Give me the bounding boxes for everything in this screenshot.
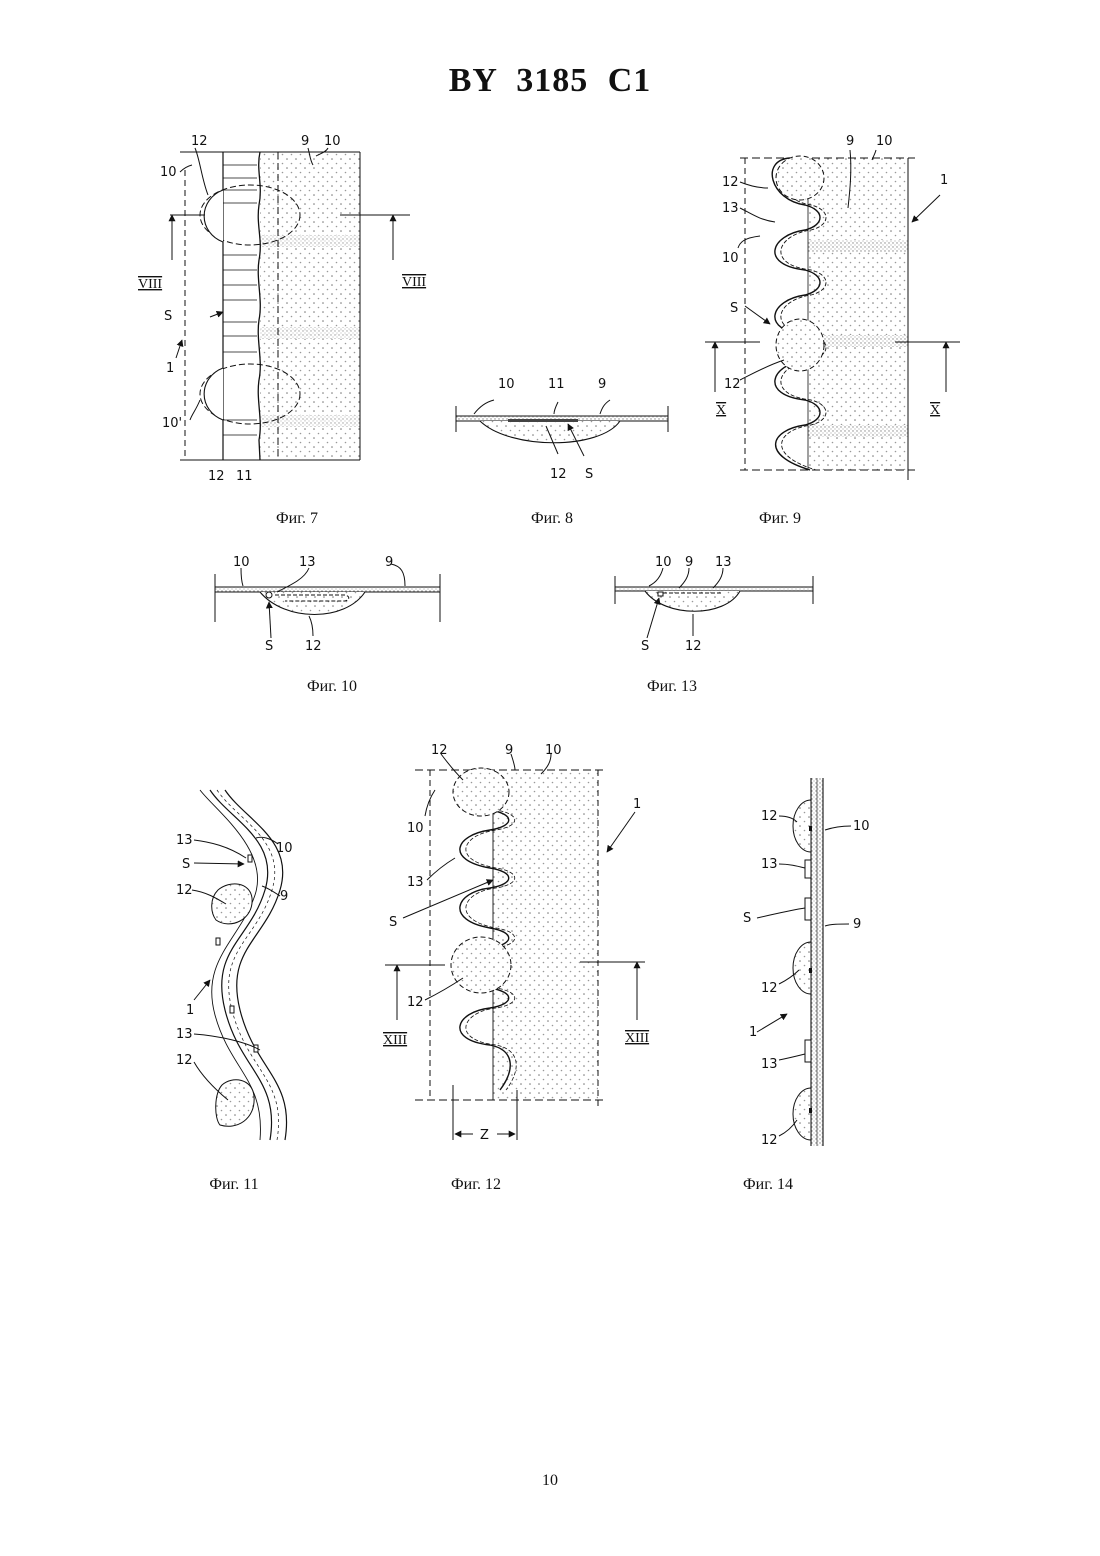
label-12: 12 [550, 467, 567, 482]
figure-13: 10 9 13 S 12 [605, 550, 825, 660]
label-9: 9 [853, 917, 861, 932]
label-13: 13 [176, 1027, 193, 1042]
figure-12-drawing: 12 9 10 10 1 13 S 12 XIII XIII Z [375, 740, 665, 1160]
figure-8-drawing: 10 11 9 12 S [450, 370, 680, 490]
caption-fig-8: Фиг. 8 [492, 510, 612, 528]
label-9: 9 [280, 889, 288, 904]
label-10: 10 [545, 743, 562, 758]
figure-12: 12 9 10 10 1 13 S 12 XIII XIII Z [375, 740, 665, 1160]
figure-10: 10 13 9 S 12 [205, 550, 455, 660]
caption-fig-11: Фиг. 11 [174, 1176, 294, 1194]
label-1: 1 [633, 797, 641, 812]
label-9: 9 [685, 555, 693, 570]
label-9: 9 [505, 743, 513, 758]
label-10: 10 [853, 819, 870, 834]
label-13: 13 [715, 555, 732, 570]
figure-9-drawing: 9 10 12 1 13 10 S 12 X X [700, 130, 970, 490]
label-10-prime: 10' [162, 416, 182, 431]
figure-14: 12 10 13 S 9 12 1 13 12 [735, 770, 895, 1160]
label-12: 12 [722, 175, 739, 190]
page-title: BY 3185 C1 [0, 62, 1100, 100]
page-number: 10 [0, 1472, 1100, 1490]
caption-fig-7: Фиг. 7 [237, 510, 357, 528]
label-10: 10 [233, 555, 250, 570]
figure-10-drawing: 10 13 9 S 12 [205, 550, 455, 660]
label-12: 12 [431, 743, 448, 758]
figure-13-drawing: 10 9 13 S 12 [605, 550, 825, 660]
label-X-right: X [930, 403, 940, 418]
label-S: S [164, 309, 172, 324]
label-10: 10 [498, 377, 515, 392]
label-12: 12 [685, 639, 702, 654]
label-12: 12 [305, 639, 322, 654]
label-12: 12 [761, 981, 778, 996]
label-1: 1 [166, 361, 174, 376]
label-10: 10 [722, 251, 739, 266]
label-1: 1 [186, 1003, 194, 1018]
figure-11-drawing: 13 10 S 12 9 1 13 12 [170, 780, 310, 1160]
label-12: 12 [208, 469, 225, 484]
label-11: 11 [236, 469, 253, 484]
label-13: 13 [176, 833, 193, 848]
label-1: 1 [749, 1025, 757, 1040]
label-12: 12 [724, 377, 741, 392]
label-Z: Z [480, 1128, 489, 1143]
caption-fig-14: Фиг. 14 [708, 1176, 828, 1194]
label-S: S [743, 911, 751, 926]
label-S: S [182, 857, 190, 872]
label-VIII-left: VIII [138, 277, 162, 292]
label-12: 12 [176, 1053, 193, 1068]
label-S: S [730, 301, 738, 316]
label-XIII-left: XIII [383, 1033, 407, 1048]
label-XIII-right: XIII [625, 1031, 649, 1046]
label-13: 13 [761, 857, 778, 872]
figure-11: 13 10 S 12 9 1 13 12 [170, 780, 310, 1160]
label-S: S [641, 639, 649, 654]
label-10: 10 [407, 821, 424, 836]
label-13: 13 [407, 875, 424, 890]
figure-8: 10 11 9 12 S [450, 370, 680, 490]
label-VIII-right: VIII [402, 275, 426, 290]
label-9: 9 [846, 134, 854, 149]
label-S: S [389, 915, 397, 930]
label-9: 9 [598, 377, 606, 392]
label-11: 11 [548, 377, 565, 392]
label-12: 12 [761, 1133, 778, 1148]
label-12: 12 [407, 995, 424, 1010]
label-12: 12 [761, 809, 778, 824]
label-10: 10 [276, 841, 293, 856]
caption-fig-10: Фиг. 10 [272, 678, 392, 696]
label-10: 10 [876, 134, 893, 149]
label-10: 10 [160, 165, 177, 180]
label-X-left: X [716, 403, 726, 418]
figure-7: 12 9 10 10 VIII VIII S 1 10' 12 11 [150, 130, 440, 490]
label-12: 12 [176, 883, 193, 898]
label-12: 12 [191, 134, 208, 149]
caption-fig-12: Фиг. 12 [416, 1176, 536, 1194]
label-1: 1 [940, 173, 948, 188]
figure-9: 9 10 12 1 13 10 S 12 X X [700, 130, 970, 490]
label-9: 9 [301, 134, 309, 149]
label-13: 13 [299, 555, 316, 570]
label-13: 13 [761, 1057, 778, 1072]
label-9: 9 [385, 555, 393, 570]
label-S: S [585, 467, 593, 482]
caption-fig-13: Фиг. 13 [612, 678, 732, 696]
label-S: S [265, 639, 273, 654]
caption-fig-9: Фиг. 9 [720, 510, 840, 528]
figure-7-drawing: 12 9 10 10 VIII VIII S 1 10' 12 11 [150, 130, 440, 490]
figure-14-drawing: 12 10 13 S 9 12 1 13 12 [735, 770, 895, 1160]
label-10: 10 [655, 555, 672, 570]
label-10: 10 [324, 134, 341, 149]
label-13: 13 [722, 201, 739, 216]
